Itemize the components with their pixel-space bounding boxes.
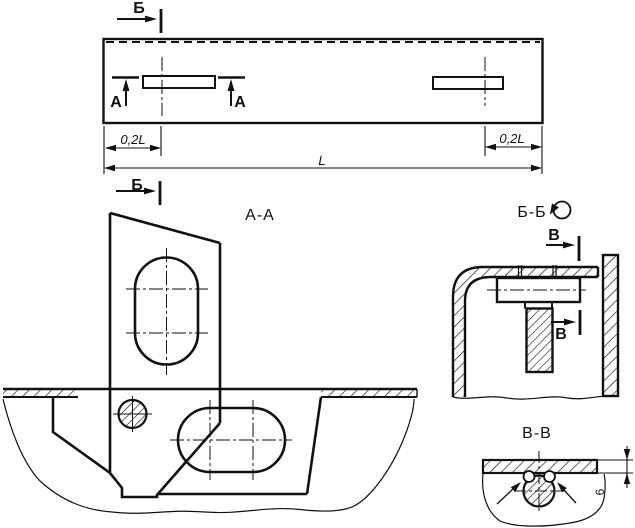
right-wall — [601, 253, 620, 398]
label-title-vv: В-В — [522, 425, 552, 442]
plate-outline — [102, 37, 544, 125]
label-b-bottom: Б — [131, 177, 143, 194]
panel-sheet-left-hatch — [3, 389, 78, 397]
pocket-hole-centerlines — [170, 400, 292, 480]
vv-sheet-band — [481, 458, 599, 475]
dim-02l-right — [485, 143, 542, 151]
label-dim-l: L — [318, 153, 325, 168]
weld-leader-right — [557, 482, 577, 504]
vv-break-outline — [482, 473, 606, 527]
corner-wall-outline — [451, 265, 600, 397]
label-dim-02l-right: 0,2L — [499, 131, 524, 146]
section-a-marker-right — [218, 76, 245, 106]
rotated-symbol — [550, 200, 572, 220]
slot-right — [432, 76, 504, 90]
label-a-left: А — [110, 94, 122, 111]
slot-edge-ticks — [517, 265, 557, 279]
section-aa-view — [2, 211, 418, 514]
labels: Б Б А А 0,2L 0,2L L А-А Б-Б В В В-В 6 — [110, 0, 607, 495]
section-b-marker-bottom — [116, 181, 162, 205]
label-a-right: А — [234, 94, 246, 111]
slot-left — [142, 75, 216, 89]
label-title-bb: Б-Б — [517, 204, 546, 221]
panel-sheet-right-hatch — [321, 389, 417, 397]
label-v-bottom: В — [555, 326, 567, 343]
upright-tab-outline — [108, 211, 222, 496]
extension-lines — [103, 126, 543, 174]
section-a-marker-left — [112, 76, 139, 106]
weld-dot-right — [543, 470, 556, 483]
bb-break-line — [452, 395, 619, 400]
section-b-marker-top — [117, 9, 163, 33]
corner-wall-hatch — [453, 267, 598, 397]
label-dim-6: 6 — [593, 488, 607, 495]
dim-thickness — [597, 446, 633, 488]
label-b-top: Б — [133, 0, 145, 17]
section-v-marker-top — [546, 236, 581, 261]
dim-02l-left — [105, 144, 161, 152]
tab-hole-centerlines — [126, 248, 208, 375]
plan-view — [102, 9, 544, 205]
section-v-marker-bottom — [551, 310, 582, 335]
weld-spot — [113, 396, 152, 432]
weld-dot-left — [522, 470, 536, 483]
hanging-tab — [525, 307, 554, 374]
label-v-top: В — [548, 227, 560, 244]
pocket-outline — [51, 396, 323, 499]
break-line — [2, 398, 415, 514]
section-bb-view — [451, 200, 620, 400]
label-dim-02l-left: 0,2L — [120, 132, 145, 147]
weld-leader-left — [496, 482, 521, 505]
label-title-aa: А-А — [245, 207, 275, 224]
section-vv-view — [481, 446, 633, 527]
dim-l — [104, 164, 542, 172]
